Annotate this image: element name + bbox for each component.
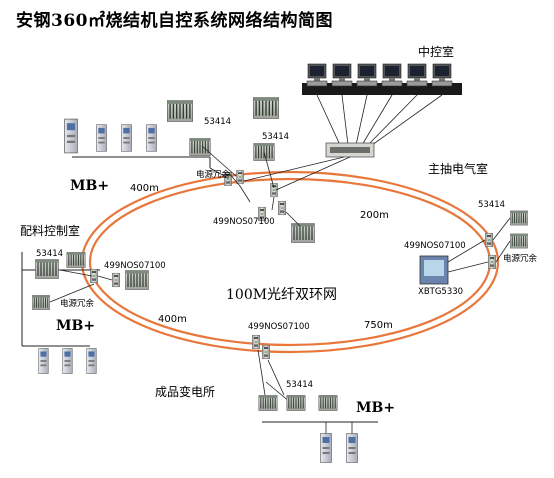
plc-rack-icon <box>66 252 86 268</box>
control-room-label: 中控室 <box>418 45 455 59</box>
module-label-top-b: 53414 <box>262 132 290 142</box>
workstation-icon <box>331 63 353 87</box>
drive-cabinet-icon <box>96 124 107 152</box>
drive-cabinet-icon <box>62 348 73 374</box>
ring-switch-icon <box>488 254 496 270</box>
drive-cabinet-icon <box>38 348 49 374</box>
plc-rack-icon <box>318 395 338 411</box>
plc-rack-icon <box>510 210 528 226</box>
distance-label-top-left: 400m <box>130 183 159 194</box>
control-room-links <box>316 94 443 146</box>
mbplus-label-left: MB+ <box>56 318 96 334</box>
substation-group <box>252 334 378 464</box>
distance-label-bottom-left: 400m <box>158 314 187 325</box>
plc-rack-icon <box>34 259 60 279</box>
workstation-icon <box>406 63 428 87</box>
plc-rack-icon <box>124 270 150 290</box>
module-label-right: 53414 <box>478 200 506 210</box>
workstation-icon <box>306 63 328 87</box>
module-label-bottom: 53414 <box>286 380 314 390</box>
plc-rack-icon <box>32 295 50 310</box>
main-fan-room-label: 主抽电气室 <box>428 162 489 176</box>
control-room-group <box>302 63 462 158</box>
hmi-model-label: XBTG5330 <box>418 287 464 297</box>
drive-cabinet-icon <box>146 124 157 152</box>
redundancy-label-top: 电源冗余 <box>196 170 231 180</box>
module-label-top-a: 53414 <box>204 117 232 127</box>
ring-switch-icon <box>485 232 493 248</box>
switch-label-top: 499NOS07100 <box>213 217 275 227</box>
drive-cabinet-icon <box>86 348 97 374</box>
plc-rack-icon <box>252 97 280 119</box>
batching-room-label: 配料控制室 <box>20 224 81 238</box>
plc-rack-icon <box>258 395 278 411</box>
hmi-screen <box>424 260 444 276</box>
io-adapter-icon <box>236 170 244 184</box>
distance-label-top-right: 200m <box>360 210 389 221</box>
switch-label-left: 499NOS07100 <box>104 261 166 271</box>
redundancy-label-left: 电源冗余 <box>60 299 95 309</box>
redundancy-label-right: 电源冗余 <box>503 254 538 264</box>
drive-cabinet-icon <box>121 124 132 152</box>
ring-switch-icon <box>278 200 286 216</box>
plc-rack-icon <box>189 138 211 156</box>
substation-label: 成品变电所 <box>155 385 216 399</box>
operator-workstations <box>306 63 453 87</box>
plc-rack-icon <box>290 223 316 243</box>
switch-label-right: 499NOS07100 <box>404 241 466 251</box>
switch-label-bottom: 499NOS07100 <box>248 322 310 332</box>
mbplus-label-top: MB+ <box>70 178 110 194</box>
workstation-icon <box>431 63 453 87</box>
ring-switch-icon <box>262 344 270 360</box>
top-mbplus-network <box>64 97 351 243</box>
main-fan-room-group <box>419 210 528 285</box>
plc-rack-icon <box>510 233 528 249</box>
plc-rack-icon <box>286 395 306 411</box>
drive-cabinet-icon <box>346 432 358 464</box>
module-label-left: 53414 <box>36 249 64 259</box>
workstation-icon <box>381 63 403 87</box>
hub-ports-icon <box>330 147 370 153</box>
mbplus-label-bottom: MB+ <box>356 400 396 416</box>
workstation-icon <box>356 63 378 87</box>
ring-network-label: 100M光纤双环网 <box>226 287 338 303</box>
plc-rack-icon <box>166 100 194 122</box>
drive-cabinet-icon <box>64 118 78 154</box>
ring-switch-icon <box>112 272 120 288</box>
distance-label-bottom-right: 750m <box>364 320 393 331</box>
batching-room-group <box>21 252 150 374</box>
diagram-title: 安钢360㎡烧结机自控系统网络结构简图 <box>16 11 333 31</box>
drive-cabinet-icon <box>320 432 332 464</box>
ring-switch-icon <box>252 334 260 350</box>
